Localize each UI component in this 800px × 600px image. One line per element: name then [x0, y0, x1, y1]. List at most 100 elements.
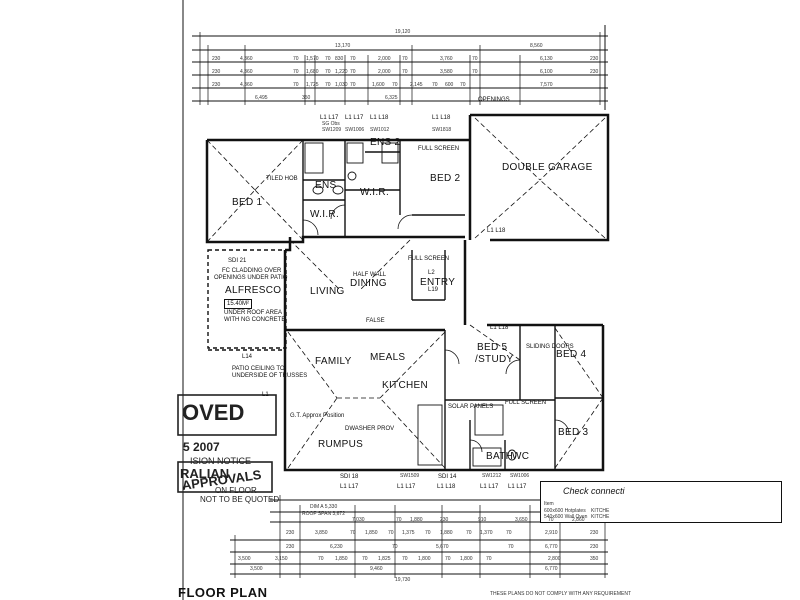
dim-value: 70 [362, 556, 368, 562]
dim-value: 4,360 [240, 69, 253, 75]
dim-value: 6,325 [385, 95, 398, 101]
dim-value: 70 [402, 69, 408, 75]
room-living: LIVING [310, 286, 345, 297]
window-label: L1 L17 [397, 484, 416, 490]
dim-value: 3,650 [515, 517, 528, 523]
dim-left-overall: 13,170 [335, 43, 351, 49]
dim-value: 70 [466, 530, 472, 536]
patio-ceiling-note: PATIO CEILING TO [232, 366, 285, 372]
dim-value: 70 [432, 82, 438, 88]
full-screen-note: FULL SCREEN [418, 146, 460, 152]
dim-value: 1,030 [335, 82, 348, 88]
window-code: SW1818 [432, 127, 452, 133]
full-screen-note: FULL SCREEN [505, 400, 547, 406]
window-label: L1 L17 [320, 115, 339, 121]
check-row-item: 600x600 Hotplates [544, 508, 586, 514]
dim-value: 4,360 [240, 82, 253, 88]
dim-value: 1,570 [306, 56, 319, 62]
dim-value: 70 [486, 556, 492, 562]
dim-value: 230 [590, 56, 599, 62]
window-code: SW1006 [510, 473, 530, 479]
room-bed-2: BED 2 [430, 173, 461, 184]
dim-value: 70 [293, 56, 299, 62]
dim-value: 70 [472, 69, 478, 75]
sdi-18-label: SDI 18 [340, 474, 359, 480]
false-wall-note: FALSE [366, 318, 385, 324]
dim-value: 830 [335, 56, 344, 62]
window-label: L1 L17 [345, 115, 364, 121]
room-ensuite: ENS [315, 180, 337, 191]
dim-value: 7,570 [540, 82, 553, 88]
room-bed-5: BED 5 [477, 342, 508, 353]
window-code: SW1209 [322, 127, 342, 133]
dim-value: 6,770 [545, 566, 558, 572]
dim-value: 1,850 [365, 530, 378, 536]
dim-value: 70 [402, 556, 408, 562]
dim-value: 3,150 [275, 556, 288, 562]
under-roof-note: UNDER ROOF AREA [224, 310, 283, 316]
stamp-not-quoted: NOT TO BE QUOTED [200, 495, 280, 504]
dim-value: 1,220 [335, 69, 348, 75]
window-label: L1 L17 [340, 484, 359, 490]
dim-value: 3,850 [315, 530, 328, 536]
dim-value: 6,100 [540, 69, 553, 75]
full-screen-note: FULL SCREEN [408, 256, 450, 262]
stamp-date: 5 2007 [183, 440, 220, 454]
page-title: FLOOR PLAN [178, 585, 268, 600]
dim-value: 70 [318, 556, 324, 562]
room-rumpus: RUMPUS [318, 439, 364, 450]
check-connections-box: Check connecti Item 600x600 Hotplates KI… [540, 481, 782, 523]
dim-value: 70 [506, 530, 512, 536]
window-label-bed5: L1 L18 [490, 325, 509, 331]
window-label: L1 L17 [480, 484, 499, 490]
dim-value: 1,370 [480, 530, 493, 536]
dim-value: 70 [350, 82, 356, 88]
gt-approx-note: G.T. Approx Position [290, 413, 345, 419]
dim-value: 3,500 [238, 556, 251, 562]
window-obs-label: SG Obs [322, 121, 340, 127]
dim-value: 230 [286, 530, 295, 536]
room-bath: BATH [486, 451, 514, 462]
dim-value: 3,760 [440, 56, 453, 62]
dim-value: 70 [350, 56, 356, 62]
dim-value: 70 [325, 69, 331, 75]
dim-value: 70 [548, 517, 554, 523]
dim-value: 230 [212, 56, 221, 62]
dim-value: 6,770 [545, 544, 558, 550]
dim-value: 2,910 [545, 530, 558, 536]
room-family: FAMILY [315, 356, 352, 367]
dim-value: 5,670 [436, 544, 449, 550]
dim-value: 70 [402, 56, 408, 62]
dim-value: 70 [293, 82, 299, 88]
room-bed-4: BED 4 [556, 349, 587, 360]
dim-value: 1,825 [378, 556, 391, 562]
dim-value: 70 [472, 56, 478, 62]
sdi-14-label: SDI 14 [438, 474, 457, 480]
dim-value: 230 [212, 82, 221, 88]
sdi-21-label: SDI 21 [228, 258, 247, 264]
window-label: L1 L18 [370, 115, 389, 121]
room-wir-1: W.I.R. [310, 209, 340, 220]
dim-value: 70 [350, 69, 356, 75]
solar-panels-note: SOLAR PANELS [448, 404, 494, 410]
dim-a-label: DIM A 5,330 [310, 504, 338, 510]
dim-value: 70 [425, 530, 431, 536]
room-ensuite-2: ENS 2 [370, 137, 401, 148]
room-study: /STUDY [475, 354, 514, 365]
dim-overall-bottom: 19,730 [395, 577, 411, 583]
dim-value: 70 [396, 517, 402, 523]
stamp-approved: OVED [182, 400, 245, 425]
window-label-l14: L14 [242, 354, 253, 360]
fc-cladding-note: FC CLADDING OVER [222, 268, 282, 274]
dim-value: 70 [392, 544, 398, 550]
room-kitchen: KITCHEN [382, 380, 428, 391]
dim-value: 7,030 [352, 517, 365, 523]
dim-value: 1,725 [306, 82, 319, 88]
room-wir-2: W.I.R. [360, 187, 390, 198]
dim-value: 70 [460, 82, 466, 88]
window-code: SW1012 [370, 127, 390, 133]
dim-overall-top: 19,120 [395, 29, 411, 35]
roof-span-label: ROOF SPAN 3,672 [302, 511, 345, 517]
dim-value: 230 [590, 69, 599, 75]
dim-value: 6,495 [255, 95, 268, 101]
